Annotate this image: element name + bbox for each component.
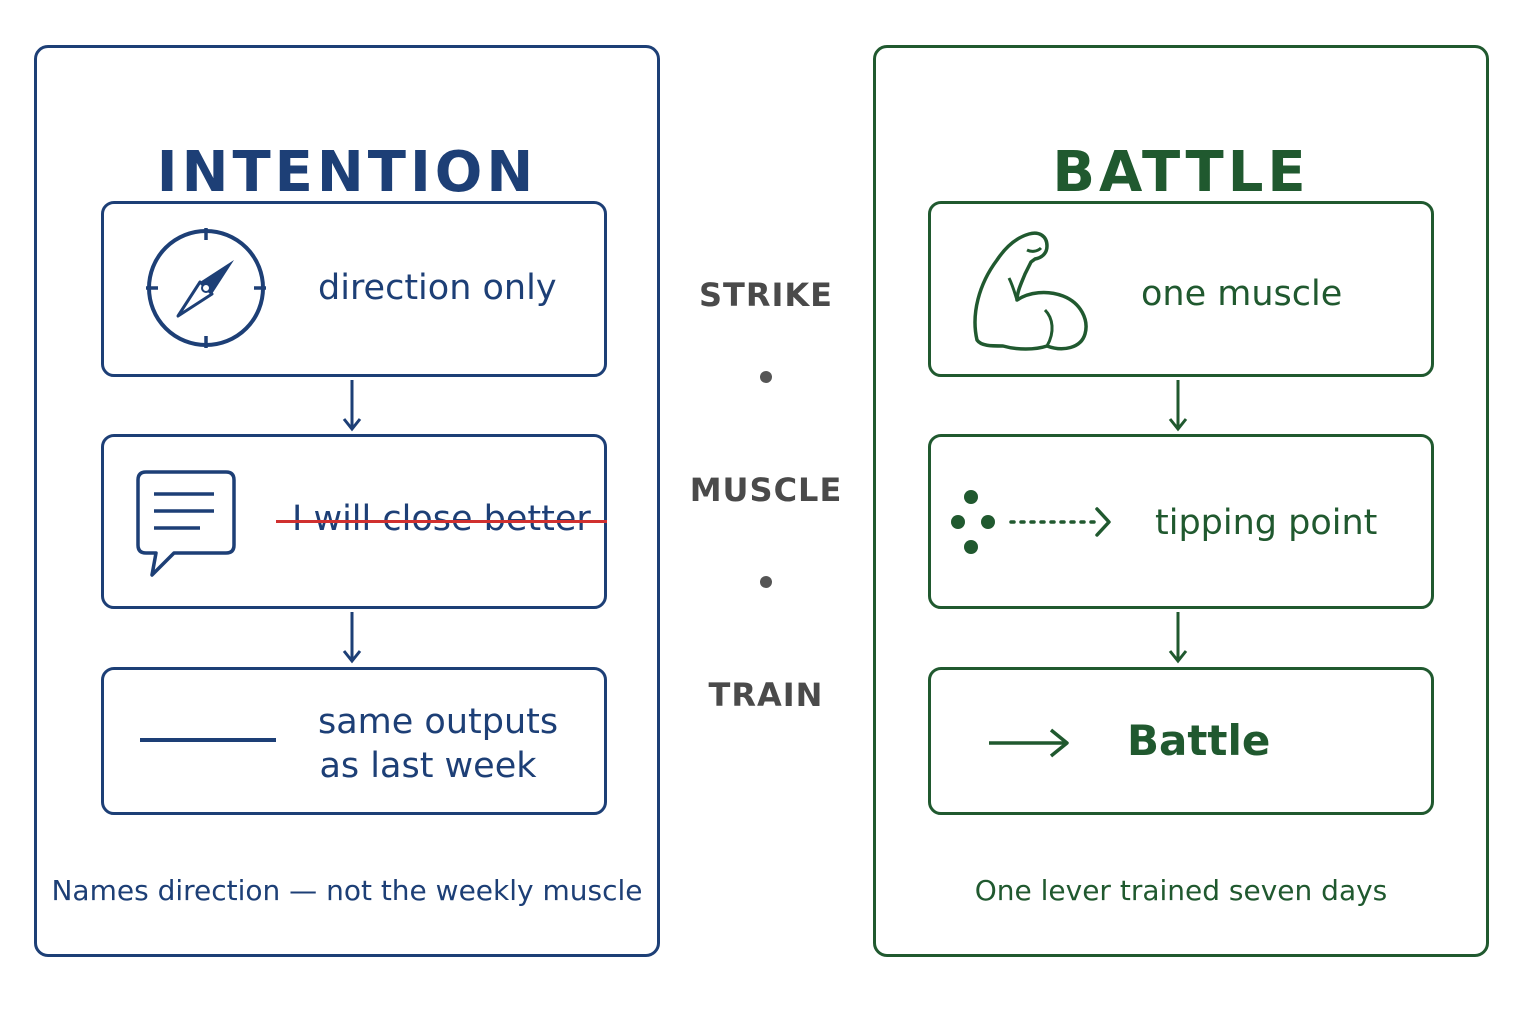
battle-title: BATTLE (1052, 140, 1310, 205)
compass-icon (146, 228, 266, 348)
closing-statement-box: I will close better (101, 434, 607, 609)
direction-only-label: direction only (318, 268, 557, 308)
speech-bubble-icon (136, 470, 236, 577)
down-arrow-1 (342, 380, 362, 432)
center-word-train: TRAIN (708, 676, 824, 714)
strikethrough-line (276, 520, 607, 524)
same-outputs-line-1: same outputs (318, 702, 559, 742)
down-arrow-4 (1168, 612, 1188, 664)
right-arrow-icon (989, 728, 1069, 758)
same-outputs-box: same outputs as last week (101, 667, 607, 815)
center-dot-1 (760, 371, 772, 383)
center-word-muscle: MUSCLE (689, 471, 843, 509)
center-dot-2 (760, 576, 772, 588)
flexed-arm-icon (973, 231, 1088, 351)
struck-statement: I will close better (276, 499, 607, 539)
same-outputs-label: same outputs as last week (318, 700, 559, 788)
intention-caption: Names direction — not the weekly muscle (51, 874, 643, 907)
one-muscle-label: one muscle (1141, 274, 1343, 314)
battle-box: Battle (928, 667, 1434, 815)
tipping-point-label: tipping point (1155, 503, 1378, 543)
tipping-point-box: tipping point (928, 434, 1434, 609)
battle-label: Battle (1127, 716, 1271, 765)
same-outputs-line-2: as last week (319, 746, 537, 786)
down-arrow-3 (1168, 380, 1188, 432)
center-word-strike: STRIKE (698, 276, 834, 314)
battle-caption: One lever trained seven days (974, 874, 1388, 907)
dots-dotted-arrow-icon (951, 490, 1111, 554)
struck-statement-text: I will close better (292, 499, 591, 539)
one-muscle-box: one muscle (928, 201, 1434, 377)
flat-line-icon (140, 738, 276, 742)
battle-panel: BATTLE one muscle tipping po (873, 45, 1489, 957)
down-arrow-2 (342, 612, 362, 664)
intention-panel: INTENTION direction only (34, 45, 660, 957)
direction-only-box: direction only (101, 201, 607, 377)
intention-title: INTENTION (156, 140, 538, 205)
